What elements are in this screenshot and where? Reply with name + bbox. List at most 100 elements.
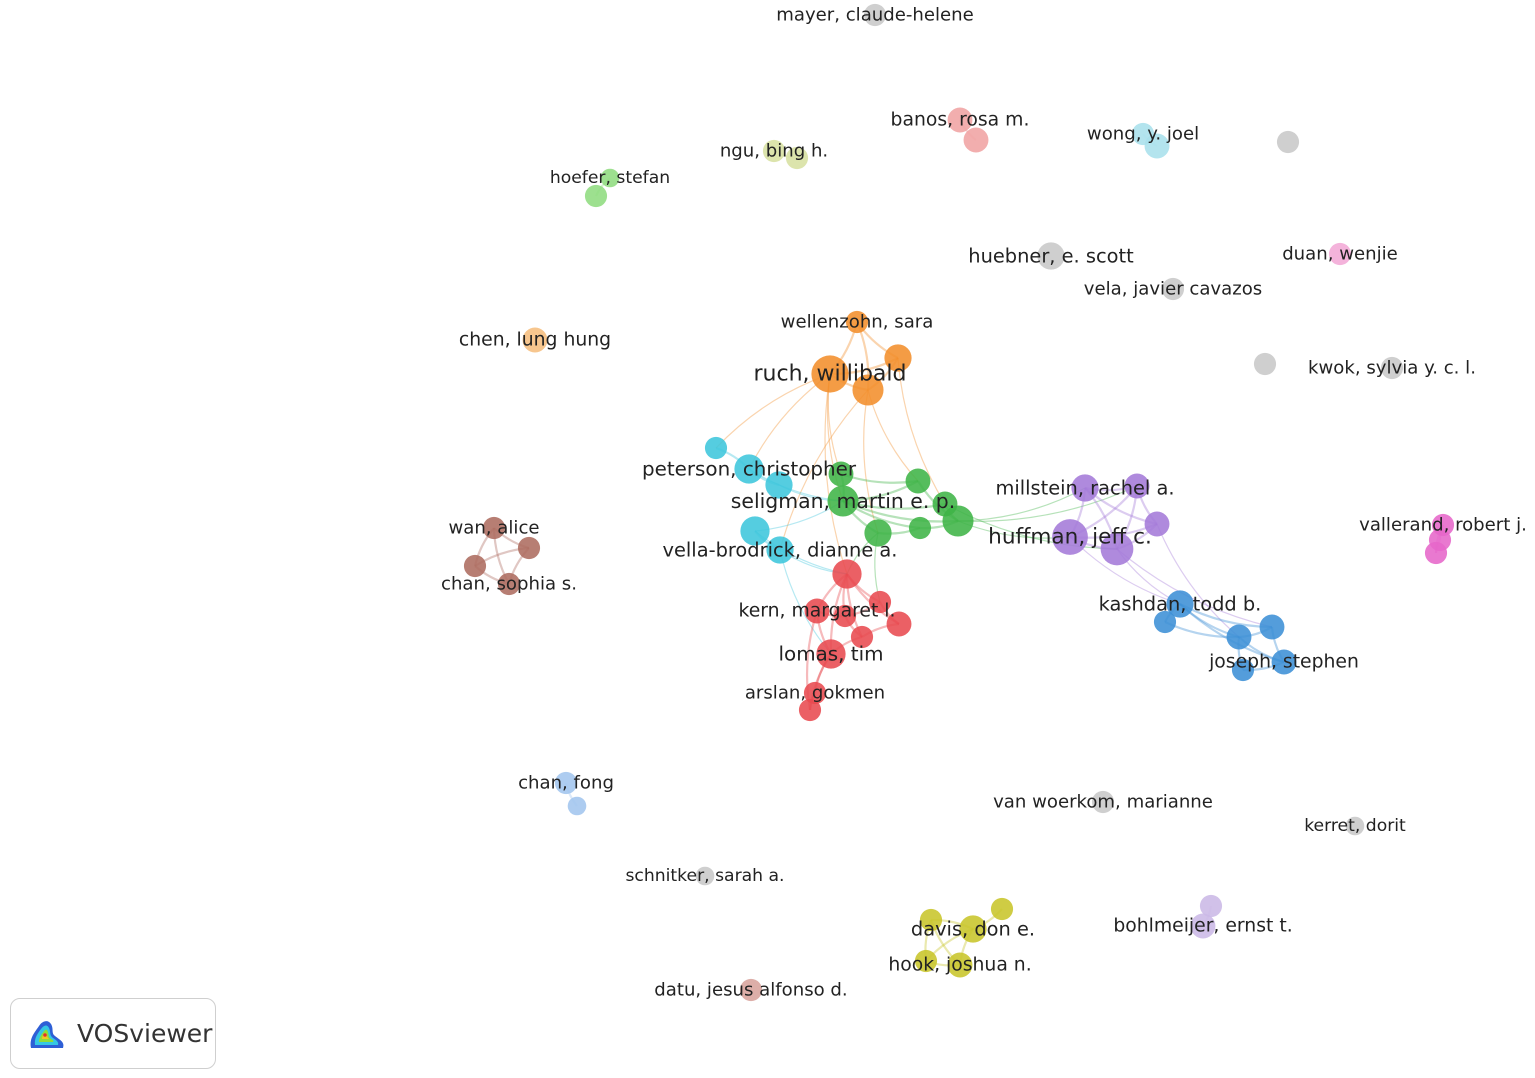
node-label-wan: wan, alice — [448, 518, 539, 539]
node-label-ngu: ngu, bing h. — [720, 141, 828, 162]
node-b2[interactable] — [1153, 610, 1177, 634]
node-millstein[interactable] — [1071, 474, 1099, 502]
link-o2-vellabrodrick — [779, 389, 869, 551]
node-label-wellenzohn: wellenzohn, sara — [781, 312, 934, 333]
node-bohlmeijer[interactable] — [1190, 913, 1216, 939]
node-label-huebner: huebner, e. scott — [968, 245, 1134, 268]
node-grey2[interactable] — [1253, 352, 1277, 376]
node-br3[interactable] — [463, 554, 487, 578]
node-g6[interactable] — [908, 516, 932, 540]
node-b3[interactable] — [1226, 624, 1252, 650]
node-ngu[interactable] — [762, 139, 786, 163]
node-sa2[interactable] — [963, 127, 989, 153]
node-ol2[interactable] — [785, 146, 809, 170]
node-label-seligman: seligman, martin e. p. — [731, 489, 955, 513]
node-y4[interactable] — [914, 949, 938, 973]
node-seligman[interactable] — [827, 485, 859, 517]
node-datu[interactable] — [739, 978, 763, 1002]
node-g5[interactable] — [942, 505, 974, 537]
node-y3[interactable] — [990, 897, 1014, 921]
node-p5[interactable] — [1144, 511, 1170, 537]
node-label-vallerand: vallerand, robert j. — [1359, 515, 1527, 536]
node-label-hook: hook, joshua n. — [888, 955, 1031, 976]
link-o2-g3 — [867, 389, 919, 482]
node-lc2[interactable] — [1144, 133, 1170, 159]
node-label-peterson: peterson, christopher — [642, 458, 857, 481]
node-chenlung[interactable] — [522, 327, 548, 353]
node-r9[interactable] — [798, 698, 822, 722]
node-label-chansophia: chan, sophia s. — [441, 574, 577, 595]
node-o3[interactable] — [884, 344, 912, 372]
node-b6[interactable] — [1231, 658, 1255, 682]
node-kwok[interactable] — [1380, 356, 1404, 380]
node-label-banos: banos, rosa m. — [891, 110, 1030, 131]
node-banos[interactable] — [947, 107, 973, 133]
node-davis[interactable] — [959, 915, 987, 943]
node-label-duan: duan, wenjie — [1282, 244, 1398, 265]
node-wellenzohn[interactable] — [845, 310, 869, 334]
node-vanwoerkom[interactable] — [1091, 790, 1115, 814]
node-c3[interactable] — [765, 471, 793, 499]
node-mayer[interactable] — [863, 3, 887, 27]
node-kern[interactable] — [804, 598, 830, 624]
node-kashdan[interactable] — [1166, 590, 1194, 618]
node-label-arslan: arslan, gokmen — [745, 683, 885, 704]
node-g7[interactable] — [864, 519, 892, 547]
node-p4[interactable] — [1124, 473, 1150, 499]
node-arslan[interactable] — [803, 681, 827, 705]
node-b4[interactable] — [1259, 614, 1285, 640]
node-label-wong: wong, y. joel — [1087, 124, 1199, 145]
node-label-mayer: mayer, claude-helene — [776, 5, 974, 26]
node-lomas[interactable] — [816, 639, 846, 669]
node-y2[interactable] — [919, 908, 943, 932]
node-lg2[interactable] — [584, 184, 608, 208]
vosviewer-logo-icon — [30, 1020, 64, 1048]
node-joseph[interactable] — [1271, 649, 1297, 675]
node-vellabrodrick[interactable] — [766, 536, 794, 564]
node-label-millstein: millstein, rachel a. — [995, 477, 1174, 500]
node-schnitker[interactable] — [695, 866, 715, 886]
node-chansophia[interactable] — [497, 572, 521, 596]
network-nodes[interactable] — [463, 3, 1455, 1002]
network-labels: ruch, willibald wellenzohn, sara peterson,… — [441, 5, 1527, 1001]
node-ruch[interactable] — [811, 355, 849, 393]
node-peterson[interactable] — [734, 454, 764, 484]
node-hoefer[interactable] — [600, 168, 620, 188]
node-vela[interactable] — [1161, 277, 1185, 301]
link-ruch-r1 — [824, 373, 848, 575]
node-pk3[interactable] — [1424, 541, 1448, 565]
node-label-vanwoerkom: van woerkom, marianne — [993, 792, 1213, 813]
node-r1[interactable] — [832, 559, 862, 589]
node-r3[interactable] — [833, 604, 857, 628]
node-r4[interactable] — [868, 590, 892, 614]
link-ruch-peterson — [748, 373, 831, 470]
node-la2[interactable] — [1199, 894, 1223, 918]
node-lb2[interactable] — [567, 796, 587, 816]
node-duan[interactable] — [1328, 242, 1352, 266]
node-c2[interactable] — [704, 436, 728, 460]
link-o3-g4 — [897, 357, 946, 505]
node-label-ruch: ruch, willibald — [754, 362, 907, 387]
node-label-kashdan: kashdan, todd b. — [1099, 593, 1262, 616]
node-g2[interactable] — [828, 461, 854, 487]
node-label-kern: kern, margaret l. — [738, 601, 895, 622]
node-huebner[interactable] — [1037, 242, 1065, 270]
node-label-hoefer: hoefer, stefan — [550, 168, 670, 188]
node-huffman[interactable] — [1052, 519, 1088, 555]
node-r5[interactable] — [886, 611, 912, 637]
node-c4[interactable] — [740, 516, 770, 546]
node-grey1[interactable] — [1276, 130, 1300, 154]
node-g3[interactable] — [905, 468, 931, 494]
brand-name: VOSviewer — [77, 1019, 213, 1048]
vosviewer-brand-badge[interactable]: VOSviewer — [10, 998, 216, 1069]
node-r6[interactable] — [850, 625, 874, 649]
node-label-kerret: kerret, dorit — [1304, 816, 1406, 836]
node-kerret[interactable] — [1345, 816, 1365, 836]
node-br2[interactable] — [517, 536, 541, 560]
node-wan[interactable] — [482, 516, 506, 540]
node-hook[interactable] — [947, 952, 973, 978]
node-chanfong[interactable] — [554, 771, 578, 795]
node-p2[interactable] — [1100, 532, 1134, 566]
node-o2[interactable] — [852, 374, 884, 406]
